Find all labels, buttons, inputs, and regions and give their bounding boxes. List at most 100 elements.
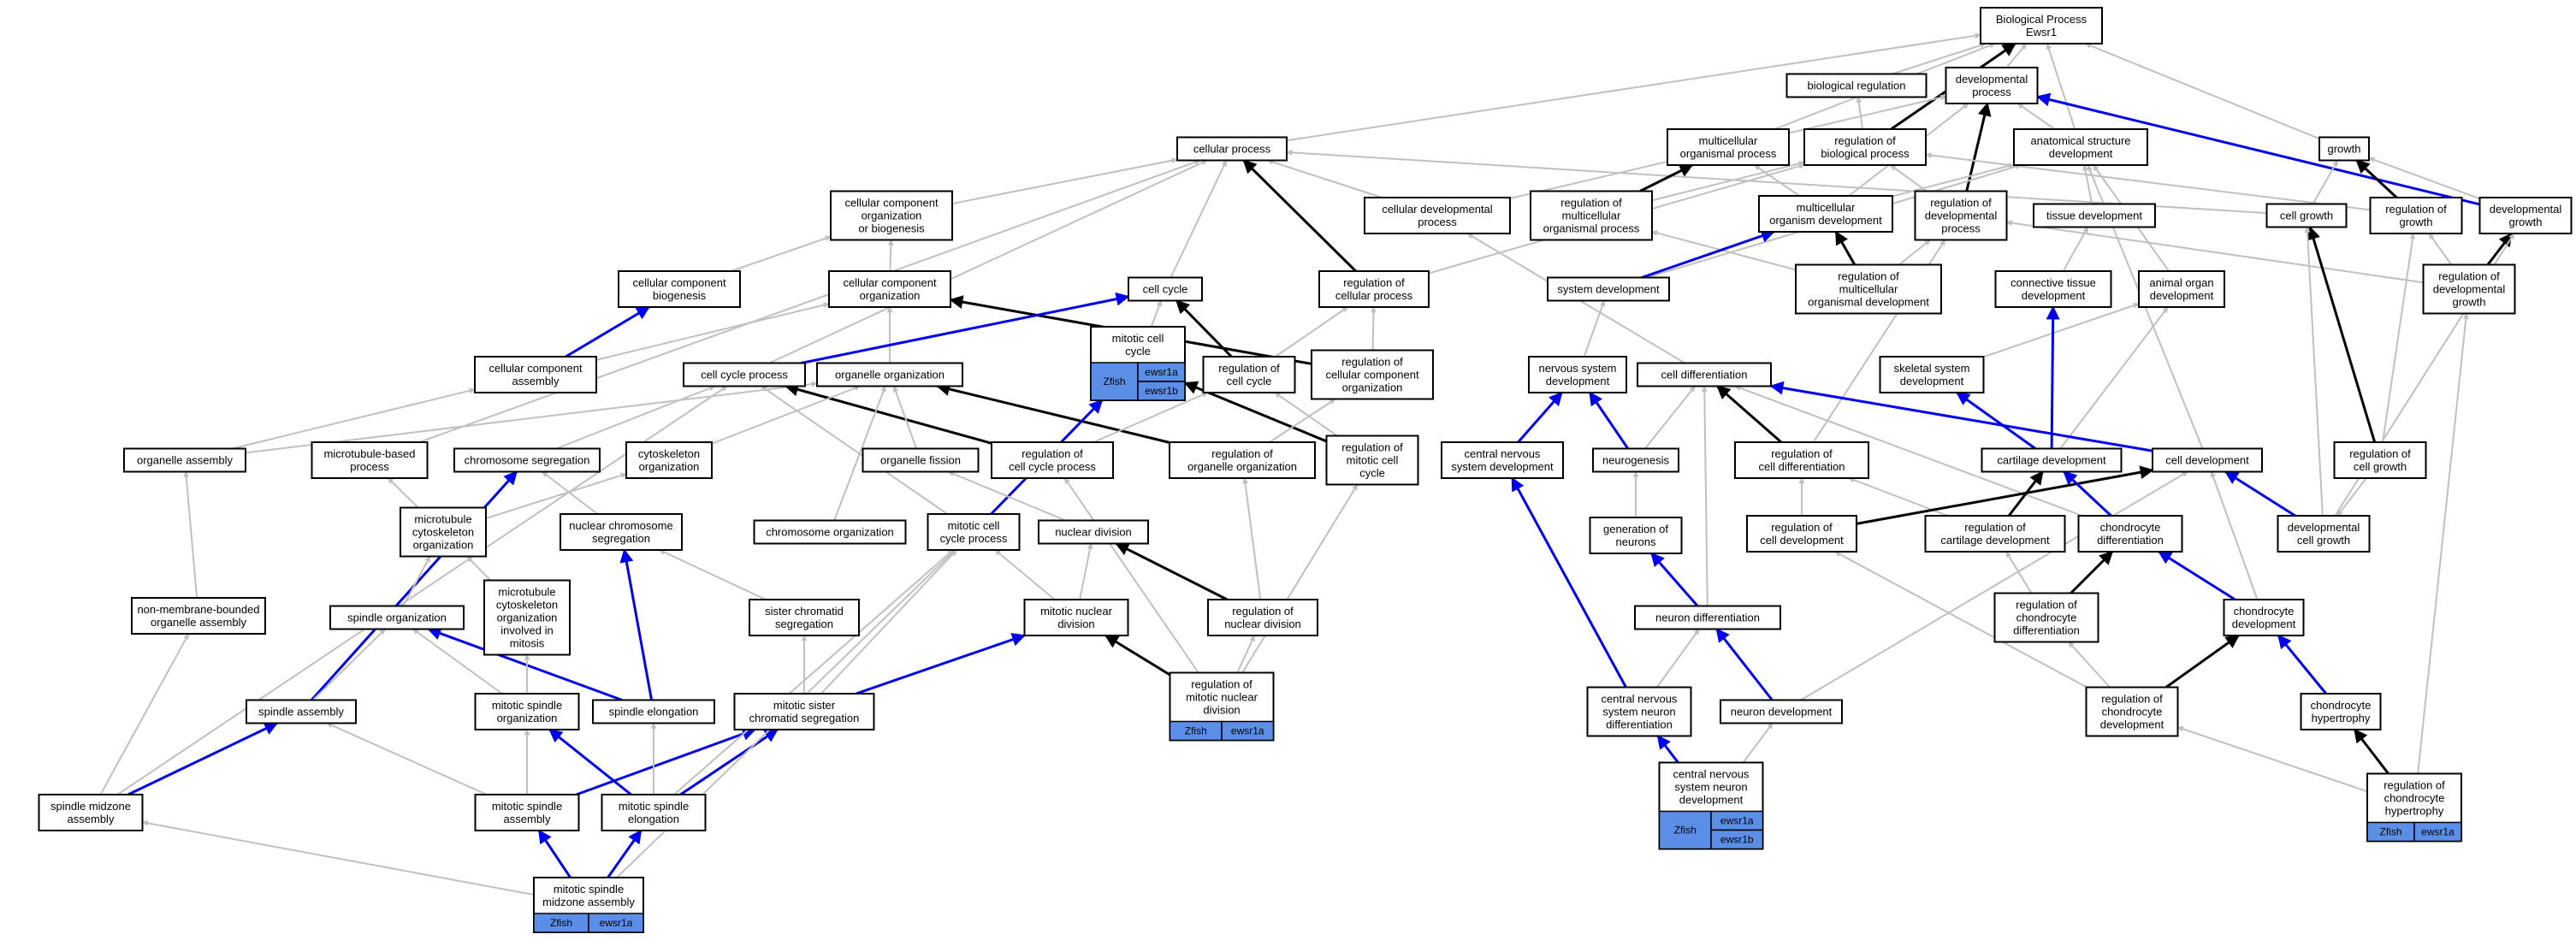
term-node-nucldiv[interactable]: nuclear division: [1038, 519, 1149, 545]
term-box: [1993, 592, 2099, 643]
term-box: [2265, 203, 2348, 228]
term-box: [1803, 128, 1927, 166]
edge-cnsneurdiff-to-cnsdev: [1511, 476, 1627, 689]
term-node-spindleorg[interactable]: spindle organization: [329, 605, 465, 630]
term-label-line: animal organ: [2149, 276, 2213, 289]
edge-regcellgrowth-to-cellgrowth: [2307, 225, 2377, 443]
term-label-line: growth: [2508, 216, 2542, 228]
term-node-ccproc[interactable]: cell cycle process: [683, 362, 806, 387]
term-node-neurogen[interactable]: neurogenesis: [1592, 447, 1679, 473]
term-node-sysdev[interactable]: system development: [1547, 276, 1670, 302]
term-label-line: regulation of: [1022, 447, 1083, 460]
term-node-cellgrowth[interactable]: cell growth: [2265, 203, 2348, 228]
term-node-tissuedev[interactable]: tissue development: [2033, 203, 2156, 228]
term-node-orgfission[interactable]: organelle fission: [862, 447, 980, 473]
term-box: [1318, 270, 1430, 308]
edge-mtproc-to-cellproc: [418, 159, 1201, 443]
term-node-orgassembly[interactable]: organelle assembly: [123, 447, 246, 473]
term-node-neurdev[interactable]: neuron development: [1720, 699, 1843, 724]
term-node-growth[interactable]: growth: [2318, 136, 2370, 162]
term-node-chromorg[interactable]: chromosome organization: [753, 519, 907, 545]
term-node-neurdiff[interactable]: neuron differentiation: [1634, 605, 1781, 630]
term-node-regchondrohyp[interactable]: regulation ofchondrocytehypertrophyZfish…: [2366, 772, 2462, 842]
term-label-line: developmental: [2490, 203, 2562, 216]
term-box: [1924, 515, 2066, 553]
term-node-mtcytomit[interactable]: microtubulecytoskeletonorganizationinvol…: [483, 579, 571, 656]
edge-mitspindleelong-to-mitspindleorg: [548, 728, 632, 796]
edge-nervdev-to-sysdev: [1583, 299, 1606, 358]
term-node-biolreg[interactable]: biological regulation: [1785, 73, 1928, 98]
term-node-spindleassembly[interactable]: spindle assembly: [246, 699, 357, 724]
term-node-orgorg[interactable]: organelle organization: [816, 362, 963, 387]
term-node-celldev[interactable]: cell development: [2152, 447, 2263, 473]
term-node-chromseg[interactable]: chromosome segregation: [453, 447, 601, 473]
term-node-celldiff[interactable]: cell differentiation: [1637, 362, 1772, 387]
edge-regchondrohyp-to-chondrohyp: [2353, 728, 2389, 775]
term-node-cellcycle[interactable]: cell cycle: [1128, 276, 1203, 302]
term-node-cartdev[interactable]: cartilage development: [1981, 447, 2123, 473]
term-box: [474, 693, 580, 730]
term-label-line: regulation of: [2101, 693, 2163, 706]
term-node-spindleelong[interactable]: spindle elongation: [592, 699, 715, 724]
term-node-cellproc[interactable]: cellular process: [1176, 136, 1288, 162]
